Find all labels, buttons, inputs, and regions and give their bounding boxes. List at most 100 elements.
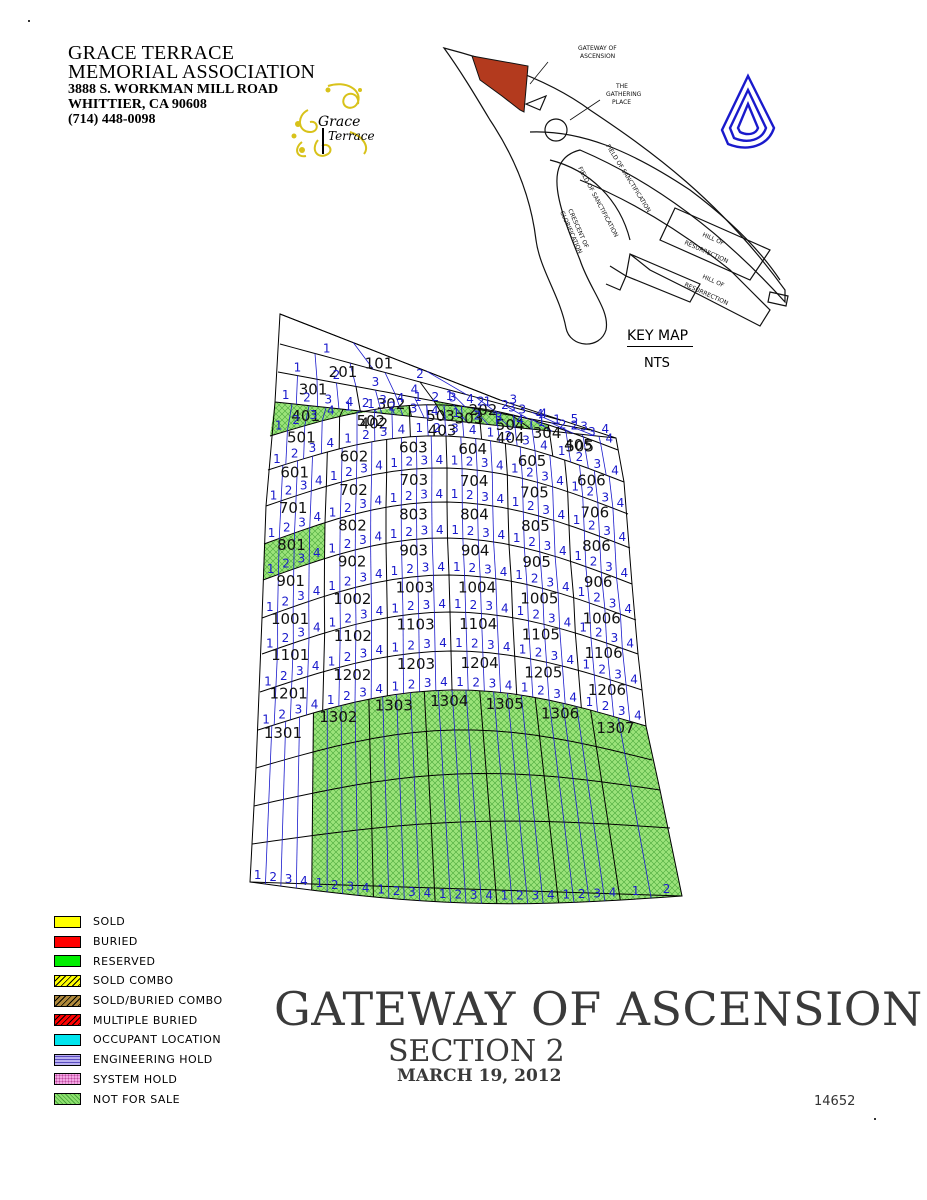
slot-divider <box>520 695 544 904</box>
slot-number: 3 <box>482 526 490 540</box>
slot-number: 2 <box>362 396 370 410</box>
slot-number: 3 <box>541 469 549 483</box>
slot-number: 3 <box>588 425 596 439</box>
slot-number: 1 <box>513 531 521 545</box>
slot-divider <box>490 440 493 473</box>
slot-number: 4 <box>313 546 321 560</box>
slot-number: 1 <box>294 361 302 375</box>
slot-divider <box>437 690 451 903</box>
slot-divider <box>491 472 494 506</box>
plot-number: 1206 <box>588 681 626 699</box>
plot-number: 1005 <box>520 590 558 608</box>
slot-number: 3 <box>548 611 556 625</box>
slot-divider <box>599 536 602 573</box>
slot-divider <box>431 538 434 576</box>
slot-number: 3 <box>553 687 561 701</box>
slot-number: 3 <box>346 880 354 894</box>
slot-number: 1 <box>571 479 579 493</box>
legend-item-not-for-sale: NOT FOR SALE <box>54 1089 284 1109</box>
slot-number: 3 <box>532 889 540 903</box>
slot-number: 4 <box>469 423 477 437</box>
slot-divider <box>400 470 403 505</box>
legend-label: SOLD COMBO <box>93 974 174 988</box>
slot-number: 3 <box>296 664 304 678</box>
slot-divider <box>617 717 652 899</box>
plot-number: 1002 <box>333 590 371 608</box>
slot-divider <box>600 443 607 476</box>
slot-divider <box>340 705 343 894</box>
plot-divider <box>386 580 388 618</box>
not-for-sale-plot <box>424 690 497 904</box>
slot-number: 2 <box>501 398 509 412</box>
slot-divider <box>370 475 372 511</box>
slot-divider <box>542 588 545 625</box>
slot-number: 1 <box>282 388 290 402</box>
slot-divider <box>292 568 295 607</box>
plot-number: 905 <box>522 553 551 571</box>
plot-divider <box>506 474 509 509</box>
slot-number: 4 <box>624 602 632 616</box>
slot-number: 2 <box>532 607 540 621</box>
slot-divider <box>273 686 277 725</box>
slot-number: 4 <box>327 404 335 418</box>
slot-number: 3 <box>380 425 388 439</box>
plot-number: 906 <box>584 573 613 591</box>
plot-number: 601 <box>280 464 309 482</box>
slot-number: 4 <box>375 494 383 508</box>
legend-label: ENGINEERING HOLD <box>93 1053 213 1067</box>
slot-number: 4 <box>497 492 505 506</box>
slot-number: 1 <box>586 695 594 709</box>
slot-number: 2 <box>344 611 352 625</box>
blue-drop-icon <box>720 73 776 149</box>
slot-number: 2 <box>345 465 353 479</box>
slot-number: 1 <box>328 654 336 668</box>
slot-number: 3 <box>551 649 559 663</box>
slot-divider <box>475 438 478 471</box>
plot-divider <box>508 544 512 582</box>
slot-divider <box>384 372 396 394</box>
slot-divider <box>417 576 420 614</box>
slot-divider <box>621 648 627 685</box>
slot-number: 4 <box>617 496 625 510</box>
grace-terrace-logo: Grace Terrace <box>291 83 375 158</box>
slot-divider <box>418 613 420 653</box>
slot-number: 1 <box>328 541 336 555</box>
slot-divider <box>338 667 340 707</box>
organization-header: GRACE TERRACE MEMORIAL ASSOCIATION 3888 … <box>68 43 315 127</box>
slot-number: 4 <box>609 886 617 900</box>
slot-divider <box>582 496 585 531</box>
slot-number: 2 <box>393 884 401 898</box>
slot-number: 1 <box>501 889 509 903</box>
slot-divider <box>355 587 357 625</box>
plot-divider <box>385 472 388 508</box>
plot-divider <box>423 691 436 902</box>
slot-divider <box>620 614 623 649</box>
plot-divider <box>511 415 532 430</box>
slot-number: 1 <box>330 469 338 483</box>
plot-number: 502 <box>357 412 386 430</box>
slot-divider <box>593 674 598 712</box>
slot-divider <box>374 409 378 414</box>
slot-divider <box>526 584 529 621</box>
slot-divider <box>604 608 608 644</box>
slot-divider <box>503 404 528 419</box>
plot-number: 504 <box>496 416 525 434</box>
legend-swatch <box>54 994 81 1007</box>
plot-number: 1304 <box>430 692 468 710</box>
plot-number: 304 <box>533 424 562 442</box>
slot-divider <box>426 370 467 396</box>
slot-divider <box>391 407 393 439</box>
slot-divider <box>513 415 518 447</box>
slot-divider <box>522 478 524 512</box>
slot-number: 1 <box>392 680 400 694</box>
slot-number: 1 <box>390 456 398 470</box>
km-gathering-line3: PLACE <box>612 99 631 106</box>
slot-number: 4 <box>559 544 567 558</box>
plot-divider <box>577 670 582 708</box>
slot-number: 1 <box>316 876 324 890</box>
slot-divider <box>396 694 405 900</box>
plot-divider <box>368 699 374 897</box>
slot-number: 1 <box>515 568 523 582</box>
slot-divider <box>443 404 447 437</box>
km-gathering-line2: GATHERING <box>606 91 642 98</box>
